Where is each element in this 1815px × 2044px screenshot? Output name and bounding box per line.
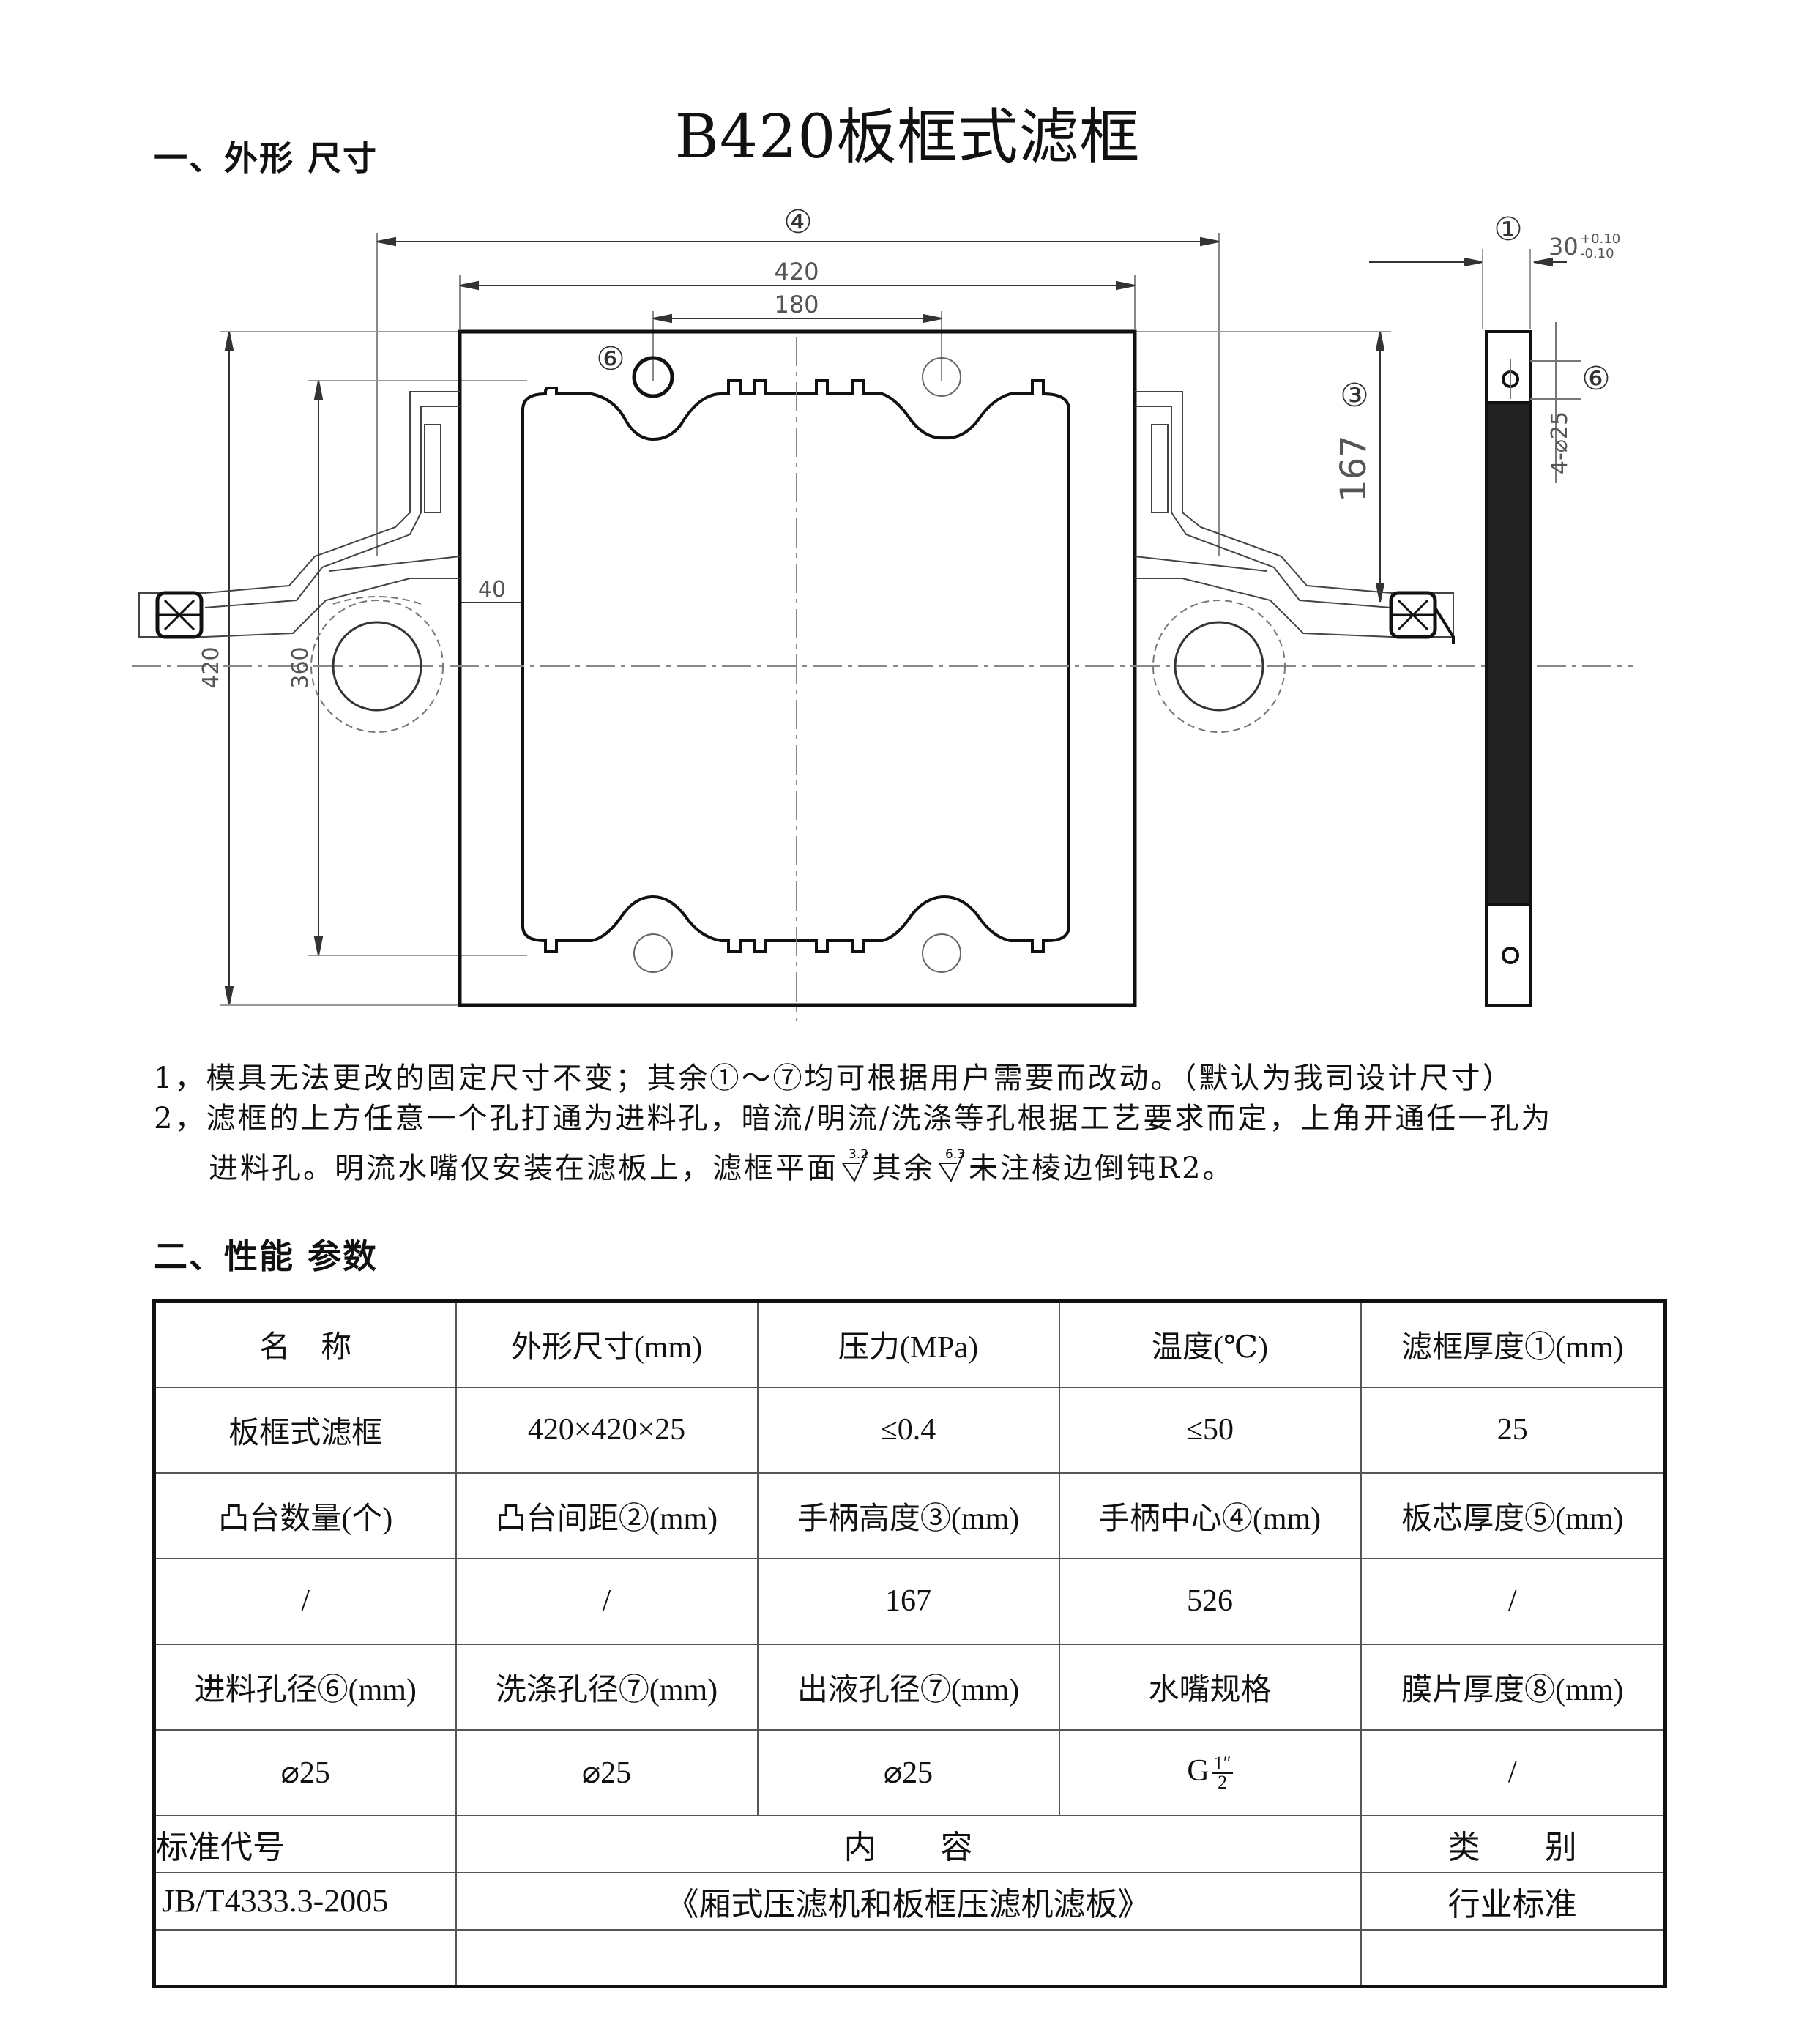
- table-cell: ⌀25: [153, 1728, 457, 1816]
- table-cell: JB/T4333.3-2005: [153, 1871, 457, 1931]
- table-cell: 类 别: [1360, 1814, 1666, 1873]
- parameter-table: 名 称 外形尺寸(mm) 压力(MPa) 温度(℃) 滤框厚度①(mm) 板框式…: [152, 1299, 1667, 1988]
- dim-handle-height-label: ③: [1340, 377, 1368, 414]
- table-cell: 滤框厚度①(mm): [1360, 1300, 1666, 1388]
- note-2: 2，滤框的上方任意一个孔打通为进料孔，暗流/明流/洗涤等孔根据工艺要求而定，上角…: [154, 1094, 1552, 1187]
- roughness-value-2: 6.3: [945, 1147, 966, 1162]
- dim-hole-spacing-label: 180: [774, 291, 819, 318]
- table-cell: [1360, 1928, 1666, 1988]
- tolerance-base: 30: [1548, 233, 1579, 261]
- table-row: 进料孔径⑥(mm) 洗涤孔径⑦(mm) 出液孔径⑦(mm) 水嘴规格 膜片厚度⑧…: [153, 1643, 1666, 1731]
- dim-feed-hole-label: ⑥: [596, 340, 625, 378]
- table-cell: /: [1360, 1557, 1666, 1645]
- table-cell: 名 称: [153, 1300, 457, 1388]
- dim-frame-thickness-label: ①: [1494, 211, 1522, 248]
- dim-height-label: 420: [198, 646, 224, 688]
- dim-167-label: 167: [1333, 435, 1374, 502]
- dim-width-label: 420: [774, 258, 819, 286]
- table-row: 凸台数量(个) 凸台间距②(mm) 手柄高度③(mm) 手柄中心④(mm) 板芯…: [153, 1472, 1666, 1559]
- table-row: 名 称 外形尺寸(mm) 压力(MPa) 温度(℃) 滤框厚度①(mm): [153, 1300, 1666, 1388]
- table-cell: 《厢式压滤机和板框压滤机滤板》: [455, 1871, 1362, 1931]
- table-row: JB/T4333.3-2005 《厢式压滤机和板框压滤机滤板》 行业标准: [153, 1871, 1666, 1931]
- table-cell: [153, 1928, 457, 1988]
- table-cell: 25: [1360, 1386, 1666, 1474]
- technical-drawing: ④ 420 180 ⑥ ③ 167 40 420 360 ① 30 +0.10 …: [132, 204, 1633, 1021]
- table-cell: 内 容: [455, 1814, 1362, 1873]
- dim-handle-center-label: ④: [783, 204, 812, 241]
- table-row: 标准代号 内 容 类 别: [153, 1814, 1666, 1873]
- table-cell: /: [455, 1557, 759, 1645]
- table-cell: 水嘴规格: [1058, 1643, 1362, 1731]
- note-2-text-mid: 其余: [872, 1152, 935, 1185]
- tolerance-plus: +0.10: [1580, 231, 1620, 247]
- table-cell: 压力(MPa): [756, 1300, 1060, 1388]
- fraction-numerator: 1″: [1212, 1753, 1233, 1775]
- fraction-denominator: 2: [1218, 1772, 1228, 1794]
- note-2-text-pre: 进料孔。明流水嘴仅安装在滤板上，滤框平面: [209, 1152, 838, 1185]
- table-cell: 凸台间距②(mm): [455, 1472, 759, 1559]
- table-cell: 洗涤孔径⑦(mm): [455, 1643, 759, 1731]
- nozzle-spec-g: G: [1187, 1753, 1210, 1788]
- page-title: B420板框式滤框: [674, 102, 1141, 172]
- roughness-symbol-icon: 6.3: [936, 1147, 967, 1182]
- note-2-text-post: 未注棱边倒钝R2。: [969, 1152, 1234, 1185]
- table-cell: [455, 1928, 1362, 1988]
- nozzle-spec-fraction: 1″2: [1212, 1753, 1233, 1794]
- table-cell: ≤0.4: [756, 1386, 1060, 1474]
- tolerance-minus: -0.10: [1580, 246, 1614, 261]
- table-cell: 进料孔径⑥(mm): [153, 1643, 457, 1731]
- dim-40-label: 40: [478, 577, 506, 603]
- roughness-value-1: 3.2: [849, 1147, 869, 1162]
- table-cell: 板框式滤框: [153, 1386, 457, 1474]
- table-cell: 外形尺寸(mm): [455, 1300, 759, 1388]
- section-heading-dimensions: 一、外形 尺寸: [154, 138, 379, 178]
- table-cell: ≤50: [1058, 1386, 1362, 1474]
- table-cell: 凸台数量(个): [153, 1472, 457, 1559]
- table-cell: 膜片厚度⑧(mm): [1360, 1643, 1666, 1731]
- table-cell: 出液孔径⑦(mm): [756, 1643, 1060, 1731]
- table-cell: 167: [756, 1557, 1060, 1645]
- table-cell: 标准代号: [153, 1814, 457, 1873]
- table-cell: /: [153, 1557, 457, 1645]
- table-row: [153, 1928, 1666, 1988]
- note-1: 1，模具无法更改的固定尺寸不变；其余①～⑦均可根据用户需要而改动。（默认为我司设…: [154, 1062, 1514, 1095]
- dim-side-hole-label: ⑥: [1581, 360, 1610, 398]
- table-cell: 手柄高度③(mm): [756, 1472, 1060, 1559]
- table-cell: ⌀25: [756, 1728, 1060, 1816]
- table-row: 板框式滤框 420×420×25 ≤0.4 ≤50 25: [153, 1386, 1666, 1474]
- roughness-symbol-icon: 3.2: [840, 1147, 871, 1182]
- note-2-line-a: 2，滤框的上方任意一个孔打通为进料孔，暗流/明流/洗涤等孔根据工艺要求而定，上角…: [154, 1102, 1553, 1135]
- hole-spec-label: 4-⌀25: [1547, 411, 1573, 474]
- table-cell: 手柄中心④(mm): [1058, 1472, 1362, 1559]
- table-cell: 行业标准: [1360, 1871, 1666, 1931]
- table-cell: /: [1360, 1728, 1666, 1816]
- dim-360-label: 360: [288, 646, 313, 688]
- table-cell: 板芯厚度⑤(mm): [1360, 1472, 1666, 1559]
- table-cell: 温度(℃): [1058, 1300, 1362, 1388]
- table-row: / / 167 526 /: [153, 1557, 1666, 1645]
- table-cell: 420×420×25: [455, 1386, 759, 1474]
- table-cell: ⌀25: [455, 1728, 759, 1816]
- section-heading-parameters: 二、性能 参数: [154, 1237, 379, 1276]
- table-cell: 526: [1058, 1557, 1362, 1645]
